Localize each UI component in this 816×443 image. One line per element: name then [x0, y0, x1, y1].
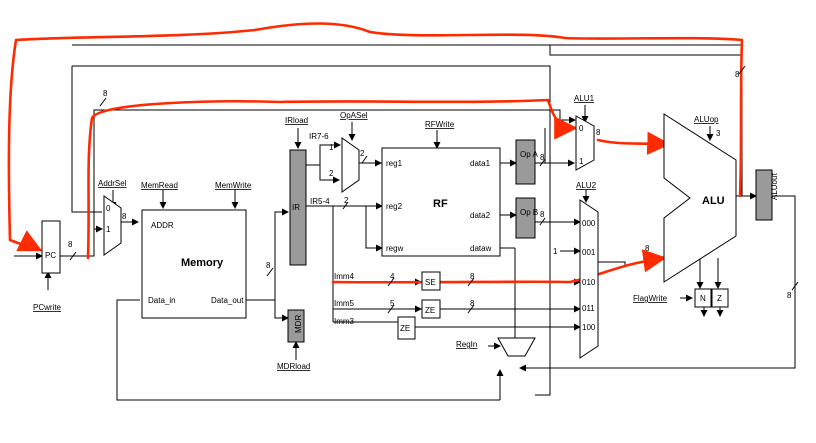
highlighted-paths — [7, 22, 744, 284]
addrsel-signal: AddrSel — [98, 179, 127, 188]
addrsel-in1: 1 — [106, 225, 111, 234]
rf-dataw: dataw — [470, 244, 492, 253]
alu-unit — [663, 113, 737, 283]
zero-extend-5 — [421, 299, 441, 319]
rf-regw: regw — [386, 244, 404, 253]
opasel-mux — [341, 137, 360, 193]
alu2-in001: 001 — [582, 248, 596, 257]
mdr-label: MDR — [294, 315, 303, 333]
rf-reg2: reg2 — [386, 202, 403, 211]
alu2-const-1: 1 — [553, 247, 558, 256]
flag-n-label: N — [700, 294, 706, 303]
alu2-signal: ALU2 — [576, 181, 597, 190]
pc-register — [41, 220, 61, 274]
ir-label: IR — [292, 203, 300, 212]
bus-width-pc: 8 — [68, 240, 73, 249]
rf-data2: data2 — [470, 211, 491, 220]
bus-width-addrmux: 8 — [122, 212, 127, 221]
memory-datain-port: Data_in — [148, 296, 176, 305]
alu1-signal: ALU1 — [574, 94, 595, 103]
memory-label: Memory — [181, 257, 224, 269]
bus-width-alu1: 8 — [596, 128, 601, 137]
ir54-field: IR5-4 — [310, 197, 330, 206]
opa-label: Op A — [520, 150, 538, 159]
opa-register — [515, 139, 536, 185]
imm5-field: Imm5 — [334, 299, 355, 308]
bus-width-top: 8 — [103, 89, 108, 98]
bus-width-opasel: 2 — [360, 149, 365, 158]
bus-width-imm5: 5 — [390, 299, 395, 308]
pc-label: PC — [45, 251, 56, 260]
irload-signal: IRload — [285, 116, 308, 125]
regin-signal: RegIn — [456, 340, 477, 349]
regin-mux — [497, 337, 536, 357]
imm3-field: Imm3 — [334, 317, 355, 326]
flagwrite-signal: FlagWrite — [633, 294, 668, 303]
rf-reg1: reg1 — [386, 159, 403, 168]
opasel-in-1: 1 — [329, 143, 334, 152]
register-file — [381, 147, 501, 257]
zero-extend-3 — [397, 316, 416, 340]
memory-block — [141, 209, 247, 319]
memory-addr-port: ADDR — [151, 221, 174, 230]
addrsel-mux — [103, 195, 122, 256]
ir-register — [289, 149, 307, 266]
memory-dataout-port: Data_out — [211, 296, 244, 305]
memwrite-signal: MemWrite — [215, 181, 252, 190]
ze1-label: ZE — [425, 306, 435, 315]
datapath-wires — [14, 44, 796, 401]
mdrload-signal: MDRload — [277, 362, 310, 371]
bus-width-aluout-right: 8 — [787, 291, 792, 300]
memread-signal: MemRead — [141, 181, 178, 190]
alu-label: ALU — [702, 195, 725, 207]
aluout-label: ALUout — [770, 173, 779, 200]
alu1-in1: 1 — [579, 157, 584, 166]
bus-width-mem: 8 — [266, 261, 271, 270]
bus-width-ze: 8 — [470, 299, 475, 308]
ir76-field: IR7-6 — [309, 132, 329, 141]
bus-width-ir54: 2 — [344, 196, 349, 205]
mdr-register — [287, 309, 305, 343]
bus-width-alu2: 8 — [645, 244, 650, 253]
sign-extend — [421, 271, 441, 291]
bus-slash-marks — [69, 65, 799, 314]
flag-z — [711, 288, 729, 308]
alu2-in011: 011 — [582, 304, 595, 313]
alu1-mux — [575, 115, 595, 171]
alu2-in100: 100 — [582, 323, 596, 332]
alu2-in010: 010 — [582, 278, 596, 287]
aluop-signal: ALUop — [694, 115, 719, 124]
opb-label: Op B — [520, 208, 538, 217]
alu2-mux — [579, 199, 599, 359]
flag-n — [694, 288, 712, 308]
bus-width-d1: 8 — [540, 153, 545, 162]
addrsel-in0: 0 — [106, 204, 111, 213]
aluout-register — [755, 169, 773, 221]
pcwrite-signal: PCwrite — [33, 303, 62, 312]
bus-width-imm4: 4 — [390, 272, 395, 281]
opasel-in-2: 2 — [329, 169, 334, 178]
rf-label: RF — [433, 198, 448, 210]
opasel-signal: OpASel — [340, 111, 368, 120]
opb-register — [515, 197, 536, 239]
bus-width-aluop: 3 — [716, 129, 721, 138]
se-label: SE — [425, 278, 436, 287]
imm4-field: Imm4 — [334, 272, 355, 281]
flag-z-label: Z — [717, 294, 722, 303]
alu2-in000: 000 — [582, 219, 596, 228]
rf-data1: data1 — [470, 159, 491, 168]
ze2-label: ZE — [400, 324, 410, 333]
bus-width-aluout-fb: 8 — [735, 70, 740, 79]
alu1-in0: 0 — [579, 124, 584, 133]
bus-width-d2: 8 — [540, 210, 545, 219]
bus-width-se: 8 — [470, 272, 475, 281]
rfwrite-signal: RFWrite — [425, 120, 455, 129]
